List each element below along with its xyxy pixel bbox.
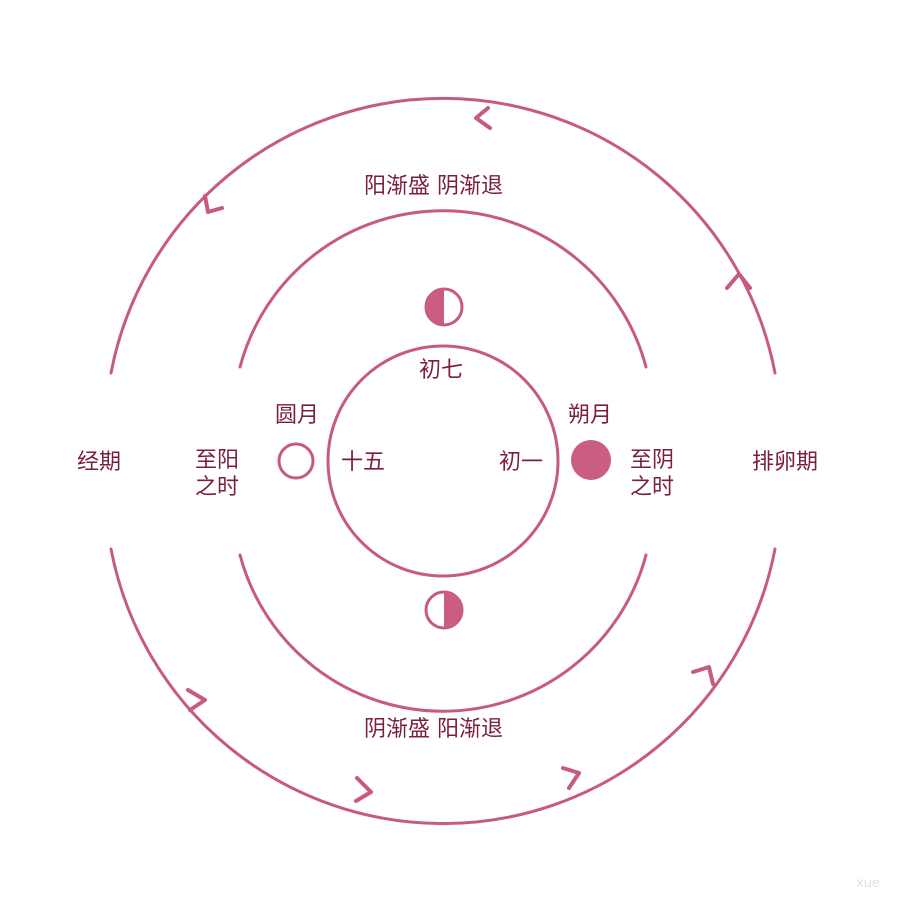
watermark: xue (856, 876, 880, 891)
outer-top-label: 阳渐盛 阴渐退 (364, 174, 503, 199)
ovulation-phase-label: 排卵期 (752, 450, 819, 475)
outer-bottom-label: 阴渐盛 阳渐退 (364, 717, 503, 742)
yin-peak-line2: 之时 (630, 475, 675, 500)
yang-peak-label: 至阳 之时 (195, 447, 239, 501)
full-moon-icon (277, 442, 315, 480)
middle-ring-top-arc (238, 209, 648, 369)
new-moon-icon (571, 440, 611, 480)
yin-peak-line1: 至阴 (630, 448, 675, 473)
arrow-icon (203, 194, 224, 214)
yin-peak-label: 至阴 之时 (630, 447, 674, 501)
new-moon-label: 朔月 (568, 403, 613, 428)
outer-ring-top-arc (109, 96, 777, 375)
day-15-label: 十五 (341, 450, 386, 475)
day-7-label: 初七 (419, 358, 464, 383)
half-moon-icon (424, 287, 464, 327)
yang-peak-line2: 之时 (195, 475, 240, 500)
middle-ring-bottom-arc (238, 553, 648, 713)
inner-circle (326, 344, 560, 578)
arrow-icon (474, 106, 492, 130)
arrow-icon (354, 776, 373, 803)
menstrual-phase-label: 经期 (77, 450, 122, 475)
full-moon-label: 圆月 (275, 403, 320, 428)
half-moon-icon (424, 590, 464, 630)
arrow-icon (691, 665, 715, 686)
arrow-icon (561, 766, 581, 790)
outer-ring-bottom-arc (109, 547, 777, 826)
day-1-label: 初一 (499, 450, 544, 475)
arrow-icon (186, 688, 207, 712)
arrow-icon (725, 272, 752, 290)
yang-peak-line1: 至阳 (195, 448, 240, 473)
